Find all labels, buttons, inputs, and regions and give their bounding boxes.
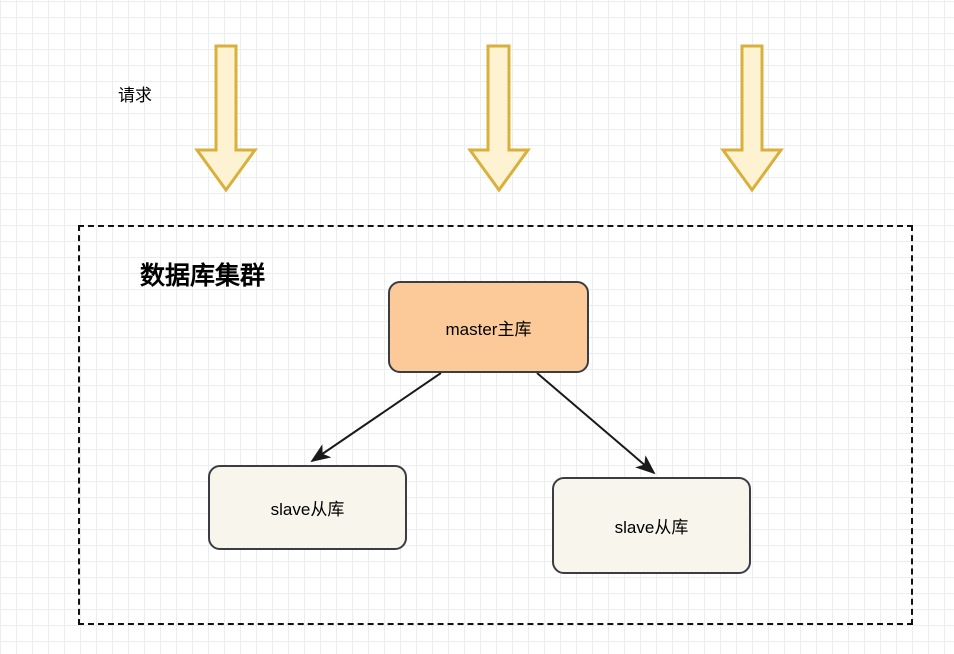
connector-master-to-slave-left (310, 372, 442, 463)
node-slave-database-left[interactable]: slave从库 (208, 465, 407, 550)
node-master-label: master主库 (445, 319, 532, 339)
request-label: 请求 (118, 86, 152, 105)
node-slave-database-right[interactable]: slave从库 (552, 477, 751, 574)
database-cluster-container (78, 225, 913, 625)
node-slave-left-label: slave从库 (270, 500, 345, 519)
node-master-database[interactable]: master主库 (388, 281, 589, 373)
request-arrow-2-icon (467, 44, 531, 193)
cluster-title: 数据库集群 (140, 262, 266, 290)
node-slave-right-label: slave从库 (614, 518, 689, 537)
connector-master-to-slave-right (536, 372, 656, 475)
request-arrow-1-icon (194, 44, 258, 193)
request-arrow-3-icon (720, 44, 784, 193)
